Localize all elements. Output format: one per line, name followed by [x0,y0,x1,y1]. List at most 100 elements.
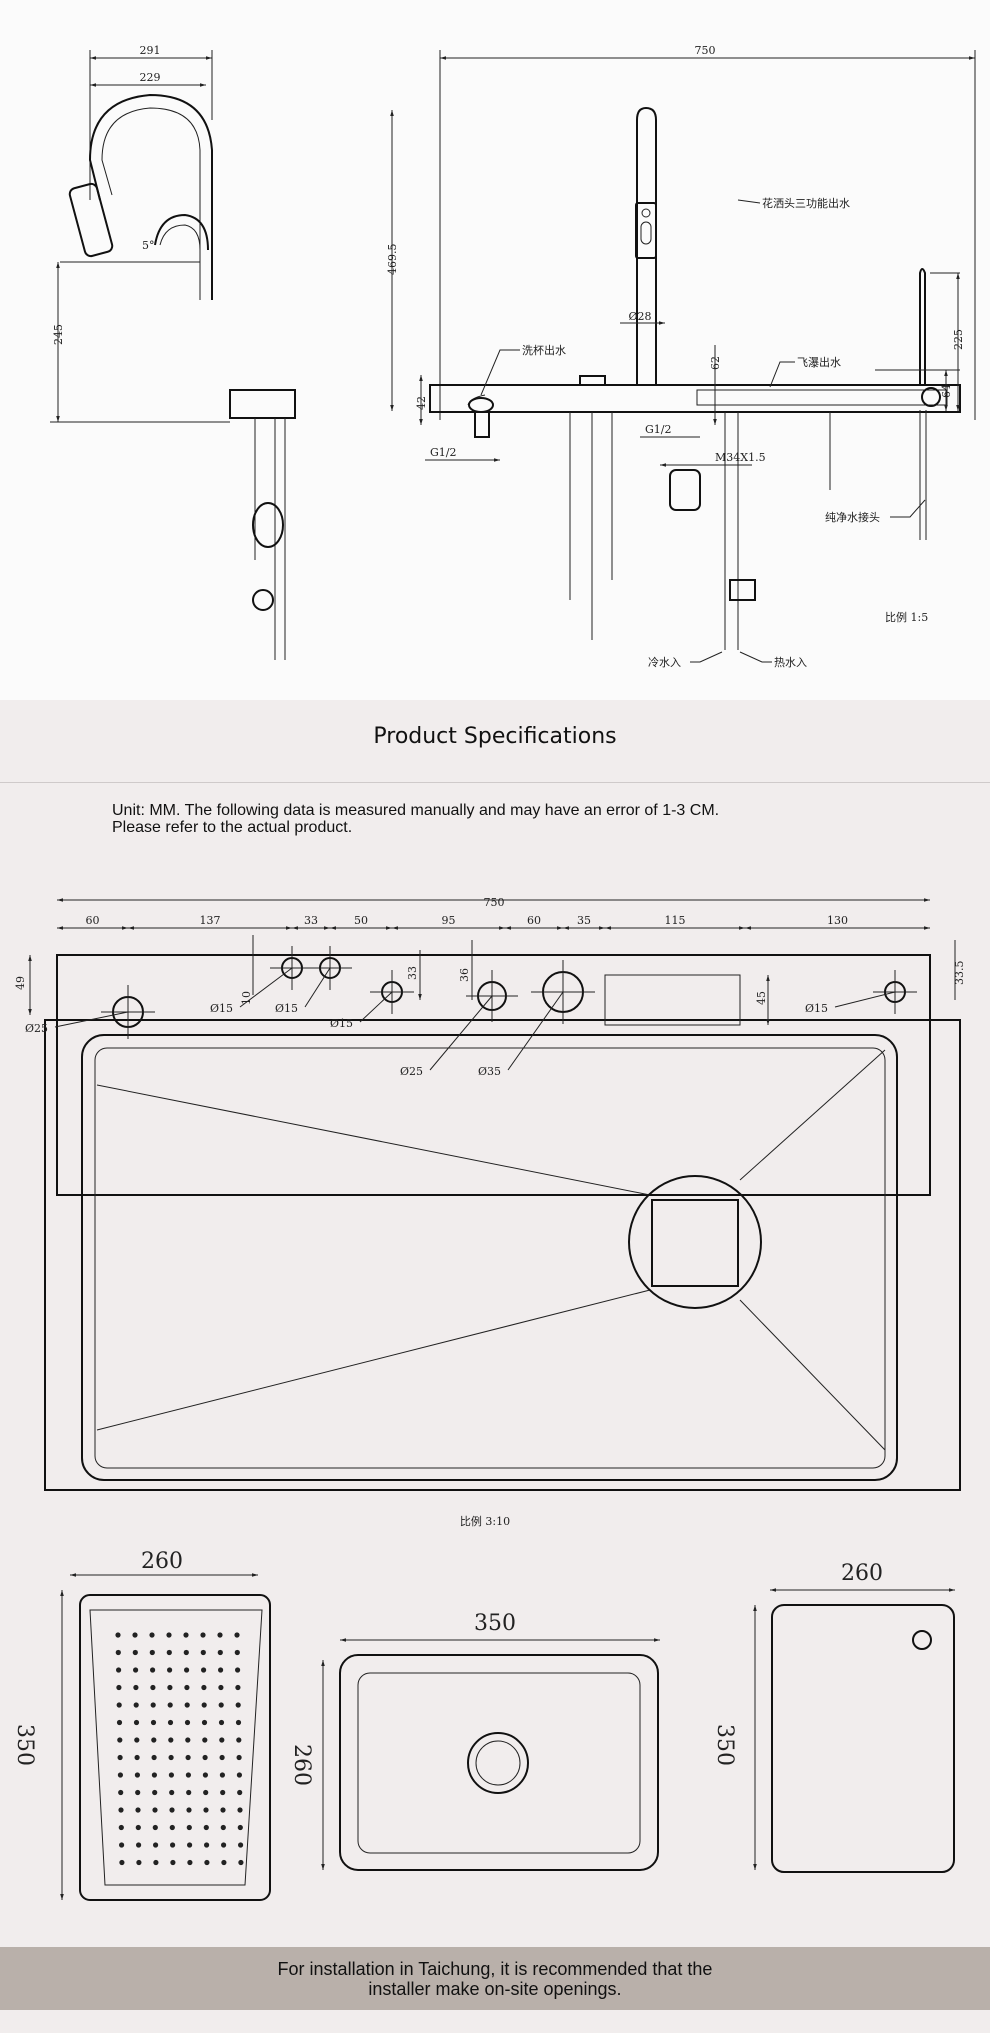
cutting-board: 260 350 [712,1561,955,1873]
basket-drain-hole [167,1719,174,1726]
waterfall-opening [604,974,741,1026]
basket-drain-hole [167,1684,173,1691]
basket-drain-hole [202,1772,208,1778]
basket-drain-hole [132,1649,138,1656]
segment-dim: 115 [665,914,686,927]
dim-diameter-28: Ø28 [628,310,651,323]
segment-dim: 35 [577,914,591,927]
note-line-2: Please refer to the actual product. [112,819,353,836]
basket-drain-hole [134,1772,140,1778]
label-waterfall: 飞瀑出水 [797,355,841,369]
basket-drain-hole [166,1632,172,1638]
dim-33-5: 33.5 [953,961,966,986]
basket-drain-hole [117,1754,123,1761]
basket-drain-hole [184,1684,190,1691]
basket-drain-hole [116,1684,122,1691]
dim-750-front: 750 [695,44,716,57]
basket-drain-hole [168,1737,174,1743]
basket-drain-hole [238,1859,244,1866]
basket-drain-hole [201,1719,208,1726]
basket-drain-hole [150,1702,156,1708]
basket-drain-hole [134,1754,140,1761]
dim-750-sink: 750 [484,896,505,909]
dim-49: 49 [14,976,27,990]
basket-drain-hole [201,1684,207,1691]
diverter-valve [669,469,701,511]
basket-drain-hole [117,1772,123,1778]
dim-245: 245 [52,324,65,345]
basket-drain-hole [186,1824,192,1831]
segment-dim: 60 [527,914,541,927]
basket-drain-hole [204,1859,210,1866]
basket-width: 260 [141,1549,183,1574]
basket-length: 350 [12,1724,37,1766]
drain-cover [651,1199,739,1287]
drain-circle [628,1175,762,1309]
hole-diameter-label: Ø35 [478,1065,501,1078]
hole-diameter-label: Ø25 [400,1065,423,1078]
basket-drain-hole [150,1719,157,1726]
basket-drain-hole [187,1842,193,1848]
dim-45: 45 [755,991,768,1005]
basket-drain-hole [151,1754,157,1761]
basket-drain-hole [116,1667,122,1673]
sink-bowl [81,1034,898,1481]
basket-drain-hole [218,1702,224,1708]
basket-drain-hole [201,1702,207,1708]
main-faucet-column [636,106,657,385]
basket-drain-hole [167,1702,173,1708]
basket-drain-hole [187,1859,193,1866]
dim-10: 10 [240,991,253,1005]
knob [579,375,606,386]
basket-drain-hole [135,1789,141,1796]
hole-diameter-label: Ø15 [210,1002,233,1015]
basket-drain-hole [115,1632,121,1638]
label-shower-head: 花洒头三功能出水 [762,196,850,210]
basket-drain-hole [237,1824,243,1831]
sink-deck [56,954,931,1196]
basket-drain-hole [235,1719,242,1726]
basket-drain-hole [115,1649,121,1656]
installation-drawing-panel [0,0,990,700]
basket-drain-hole [184,1719,191,1726]
tray-width: 350 [474,1611,516,1636]
basket-drain-hole [153,1842,159,1848]
basket-drain-hole [218,1667,224,1673]
dim-g12-mid: G1/2 [645,423,672,436]
basket-drain-hole [234,1649,240,1656]
basket-drain-hole [150,1684,156,1691]
basket-drain-hole [202,1754,208,1761]
basket-drain-hole [135,1824,141,1831]
basket-drain-hole [236,1754,242,1761]
basket-drain-hole [149,1649,155,1656]
tray-length: 260 [289,1744,314,1786]
basket-drain-hole [169,1807,175,1813]
basket-drain-hole [184,1667,190,1673]
basket-drain-hole [217,1632,223,1638]
board-length: 350 [712,1724,737,1766]
basket-drain-hole [132,1632,138,1638]
basket-drain-hole [200,1649,206,1656]
basket-drain-hole [170,1859,176,1866]
hole-diameter-label: Ø15 [275,1002,298,1015]
dim-33: 33 [406,966,419,980]
faucet-front-view: 750 469.5 225 64 42 62 Ø28 G1/2 G1/2 M34… [386,44,976,669]
basket-drain-hole [149,1632,155,1638]
basket-drain-hole [219,1737,225,1743]
basket-drain-hole [169,1789,175,1796]
basket-drain-hole [152,1789,158,1796]
segment-dim: 50 [354,914,368,927]
basket-drain-hole [221,1842,227,1848]
label-pure-water: 纯净水接头 [825,510,880,524]
installation-banner: For installation in Taichung, it is reco… [0,1947,990,2010]
dim-291: 291 [140,44,161,57]
hole-diameter-label: Ø15 [805,1002,828,1015]
segment-dim: 130 [827,914,848,927]
board-width: 260 [841,1561,883,1586]
basket-drain-hole [153,1859,159,1866]
drain-basket: 260 350 [12,1549,271,1901]
basket-drain-hole [118,1789,124,1796]
basket-drain-hole [133,1719,140,1726]
basket-drain-hole [186,1789,192,1796]
